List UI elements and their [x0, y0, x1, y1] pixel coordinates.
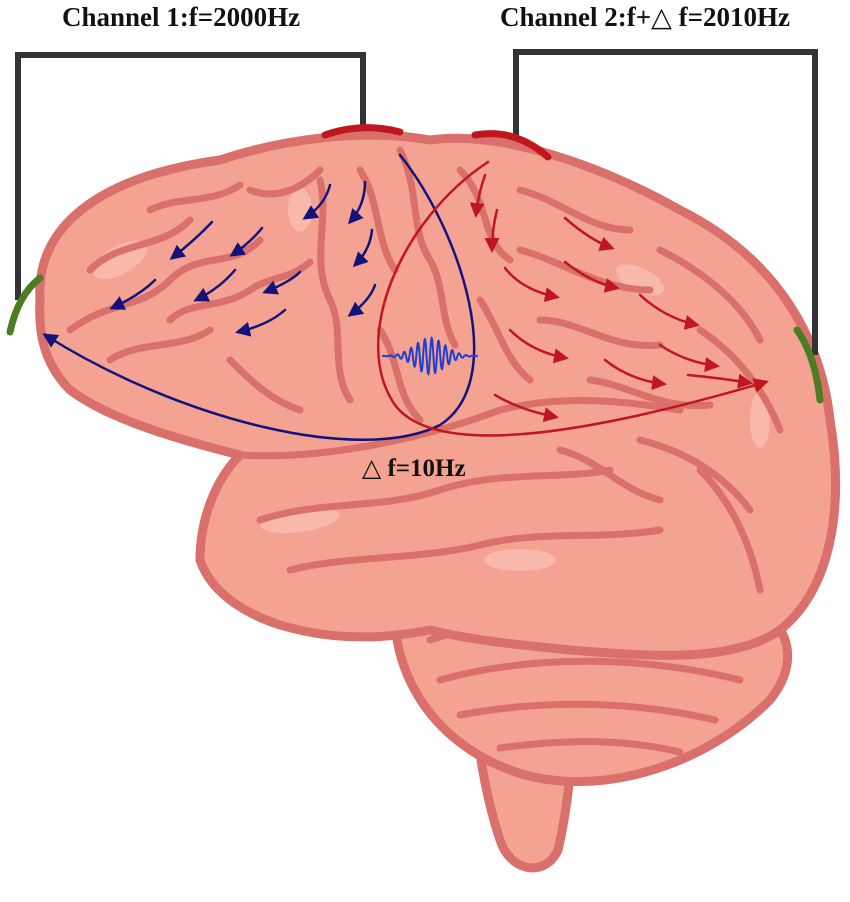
channel2-field — [377, 160, 769, 437]
channel1-field — [42, 153, 476, 441]
cerebrum — [35, 130, 841, 660]
channel2-electrode-top — [471, 130, 552, 161]
channel1-main-path — [42, 153, 476, 441]
brain-icon — [35, 130, 841, 873]
channel2-wire — [513, 49, 818, 355]
channel1-label: Channel 1:f=2000Hz — [62, 2, 301, 32]
channel1-wire — [15, 52, 366, 300]
wave-packet-icon — [381, 336, 479, 376]
electrodes — [6, 124, 824, 404]
channel1-electrode-top — [321, 124, 404, 139]
electrode-wires — [15, 49, 818, 355]
channel2-main-path — [377, 160, 769, 437]
beat-frequency-label: △ f=10Hz — [362, 455, 466, 482]
channel2-label: Channel 2:f+△ f=2010Hz — [500, 2, 791, 32]
brain-sulci — [66, 146, 784, 594]
channel1-electrode-side — [6, 274, 44, 336]
channel2-electrode-side — [793, 326, 824, 404]
